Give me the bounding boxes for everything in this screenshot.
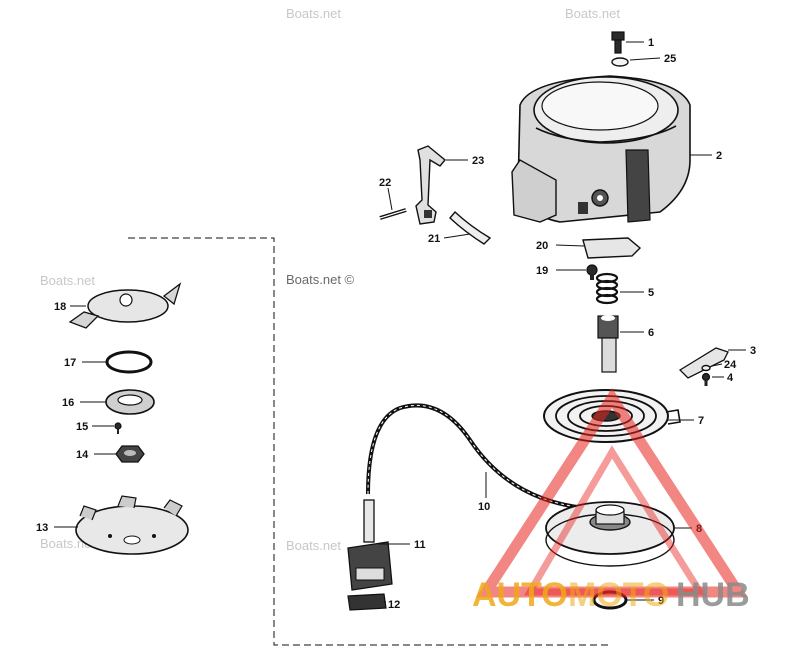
- callout: 3: [728, 345, 756, 357]
- callout: 23: [446, 155, 484, 167]
- part-pawl-plate: [68, 282, 182, 329]
- callout-number: 22: [379, 177, 391, 189]
- logo-text-moto: MOTO: [568, 576, 669, 614]
- callout: 14: [76, 449, 116, 461]
- part-pin-screw: [114, 422, 122, 434]
- callout: 7: [668, 415, 704, 427]
- part-plunger: [597, 315, 619, 373]
- callout-number: 24: [724, 359, 737, 371]
- part-coil-spring: [595, 272, 619, 305]
- callout: 4: [712, 372, 734, 384]
- automotohub-logo: AUTO MOTO HUB: [472, 387, 750, 614]
- part-nut: [115, 445, 145, 463]
- callout: 11: [378, 539, 426, 551]
- logo-triangle-inner: [523, 445, 707, 596]
- callout-number: 11: [414, 539, 426, 551]
- callout: 5: [620, 287, 654, 299]
- part-o-ring: [105, 350, 153, 374]
- callout-number: 9: [658, 595, 664, 607]
- callout-number: 14: [76, 449, 89, 461]
- callout: 21: [428, 233, 471, 245]
- callout: 15: [76, 421, 114, 433]
- part-link: [678, 347, 729, 379]
- part-small-screw: [586, 264, 598, 280]
- callout-number: 20: [536, 240, 548, 252]
- part-lockout-plate: [582, 237, 642, 259]
- callout-number: 21: [428, 233, 440, 245]
- callout: 25: [629, 53, 676, 65]
- logo-triangle-outer: [475, 387, 749, 598]
- callout: 19: [536, 265, 586, 277]
- callout-number: 6: [648, 327, 654, 339]
- callout-number: 7: [698, 415, 704, 427]
- part-small-washer: [701, 364, 711, 372]
- callout-number: 25: [664, 53, 676, 65]
- part-starter-housing: [511, 75, 691, 223]
- callout: 10: [478, 472, 490, 513]
- callout-number: 17: [64, 357, 76, 369]
- callout-number: 2: [716, 150, 722, 162]
- part-large-washer: [105, 389, 155, 415]
- watermark: Boats.net: [565, 6, 620, 21]
- callout-number: 13: [36, 522, 48, 534]
- callout: 6: [620, 327, 654, 339]
- callout: 16: [62, 397, 106, 409]
- callout: 13: [36, 522, 78, 534]
- part-small-bolt: [701, 372, 711, 386]
- part-starter-handle: [347, 499, 393, 591]
- part-spring-strip: [449, 210, 492, 245]
- callout-number: 3: [750, 345, 756, 357]
- watermark: Boats.net: [286, 538, 341, 553]
- watermark: Boats.net ©: [286, 272, 355, 287]
- part-starter-cup: [75, 495, 189, 555]
- callout-number: 4: [727, 372, 734, 384]
- callout: 2: [690, 150, 722, 162]
- part-handle-insert: [347, 593, 387, 611]
- callout: 17: [64, 357, 106, 369]
- part-rope-pulley: [545, 501, 675, 567]
- part-starter-rope-texture: [367, 404, 586, 509]
- logo-text-auto: AUTO: [472, 576, 568, 614]
- assembly-dashed-line: [128, 237, 612, 646]
- callout-number: 5: [648, 287, 654, 299]
- callout-number: 12: [388, 599, 400, 611]
- logo-text-hub: HUB: [676, 576, 750, 614]
- callout-number: 18: [54, 301, 66, 313]
- watermark: Boats.net: [40, 273, 95, 288]
- callout-number: 15: [76, 421, 88, 433]
- callout-number: 10: [478, 501, 490, 513]
- callout: 20: [536, 240, 585, 252]
- callout-number: 19: [536, 265, 548, 277]
- callout-number: 16: [62, 397, 74, 409]
- callout: 24: [711, 359, 737, 371]
- callout: 12: [384, 599, 400, 611]
- callout: 1: [626, 37, 654, 49]
- callout: 9: [626, 595, 664, 607]
- part-screw: [611, 31, 625, 54]
- callout-number: 1: [648, 37, 654, 49]
- callout: 18: [54, 301, 86, 313]
- part-pin: [379, 208, 407, 220]
- part-washer: [611, 57, 629, 67]
- part-interlock-bracket: [415, 145, 446, 225]
- callout-number: 23: [472, 155, 484, 167]
- watermark: Boats.net: [286, 6, 341, 21]
- callout: 22: [379, 177, 393, 211]
